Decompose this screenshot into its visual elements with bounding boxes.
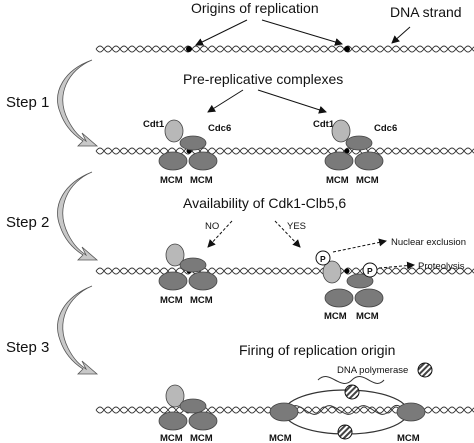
- step2-complex-right: P P MCM MCM: [315, 250, 384, 322]
- mcm-label-step3-a: MCM: [160, 433, 183, 443]
- bubble-inner-strand: [287, 404, 405, 415]
- dna-polymerase-legend-icon: [417, 362, 433, 378]
- cdt1-protein-step2: [165, 243, 185, 267]
- dna-strand-row-1-b: [95, 45, 474, 53]
- mcm-label-right-b: MCM: [356, 175, 379, 186]
- prc-arrow-right: [257, 89, 327, 114]
- mcm-protein-step2-a: [158, 271, 188, 291]
- replication-bubble: MCM MCM: [269, 376, 426, 443]
- mcm-protein-step2-b: [188, 271, 218, 291]
- cdc6-protein-left: [179, 135, 207, 151]
- origin-arrow-right: [261, 19, 343, 46]
- mcm-protein-step2-c: [324, 288, 354, 308]
- mcm-protein-right-b: [354, 151, 384, 171]
- cdt1-protein-step3: [165, 384, 185, 408]
- origin-marker-right: [344, 46, 350, 52]
- mcm-protein-left-b: [188, 151, 218, 171]
- cdc6-protein-step2: [179, 257, 207, 273]
- mcm-protein-fork-left: [269, 402, 299, 422]
- mcm-label-step3-b: MCM: [190, 433, 213, 443]
- no-arrow: [207, 220, 233, 248]
- mcm-label-right-a: MCM: [326, 175, 349, 186]
- availability-label: Availability of Cdk1-Clb5,6: [183, 195, 346, 211]
- mcm-label-left-a: MCM: [160, 175, 183, 186]
- dna-polymerase-label: DNA polymerase: [337, 365, 408, 376]
- dna-strand-row-2-a: [95, 147, 474, 155]
- mcm-protein-right-a: [324, 151, 354, 171]
- proteolysis-arrow: [378, 261, 415, 270]
- firing-label: Firing of replication origin: [239, 342, 395, 358]
- origin-dot-4: [344, 268, 350, 274]
- mcm-protein-step2-d: [354, 288, 384, 308]
- cdt1-label-left: Cdt1: [143, 119, 165, 130]
- step-2-label: Step 2: [6, 214, 49, 231]
- yes-label: YES: [287, 221, 306, 232]
- mcm-protein-step3-a: [158, 411, 188, 431]
- mcm-protein-fork-right: [396, 402, 426, 422]
- dna-polymerase-top: [344, 384, 360, 400]
- cdt1-phosphorylated: [322, 260, 342, 284]
- proteolysis-label: Proteolysis: [418, 261, 465, 272]
- mcm-label-fork-left: MCM: [269, 433, 292, 443]
- nuclear-exclusion-arrow: [332, 238, 387, 253]
- step-3-label: Step 3: [6, 339, 49, 356]
- cdc6-label-right: Cdc6: [374, 123, 397, 134]
- dna-strand-row-3-b: [95, 267, 474, 275]
- mcm-label-step2-d: MCM: [356, 311, 379, 322]
- origin-marker-left: [186, 46, 192, 52]
- origins-of-replication-label: Origins of replication: [191, 0, 319, 16]
- step-1-arrow: [57, 59, 99, 147]
- step-2-arrow: [57, 171, 99, 261]
- mcm-label-step2-b: MCM: [190, 295, 213, 306]
- mcm-label-step2-a: MCM: [160, 295, 183, 306]
- dna-strand-row-2-b: [95, 147, 474, 155]
- origin-dot-2: [344, 148, 350, 154]
- dna-strand-label: DNA strand: [390, 4, 462, 20]
- nascent-strand-wave: [317, 376, 385, 384]
- mcm-label-left-b: MCM: [190, 175, 213, 186]
- cdc6-phosphorylated: [346, 273, 374, 289]
- phospho-circle-cdt1: [315, 250, 331, 266]
- step-3-arrow: [57, 285, 99, 375]
- step3-complex-left: MCM MCM: [158, 384, 218, 443]
- pre-rc-right: Cdt1 Cdc6 MCM MCM: [313, 119, 397, 186]
- pre-replicative-complexes-label: Pre-replicative complexes: [183, 71, 343, 87]
- mcm-label-step2-c: MCM: [324, 311, 347, 322]
- dna-strand-arrow: [391, 26, 411, 44]
- step2-complex-left: MCM MCM: [158, 243, 218, 306]
- cdt1-protein-right: [331, 119, 351, 143]
- cdt1-protein-left: [164, 119, 184, 143]
- step-1-label: Step 1: [6, 94, 49, 111]
- mcm-protein-left-a: [158, 151, 188, 171]
- pre-rc-left: Cdt1 Cdc6 MCM MCM: [143, 119, 231, 186]
- no-label: NO: [205, 221, 219, 232]
- mcm-protein-step3-b: [188, 411, 218, 431]
- cdc6-protein-step3: [179, 398, 207, 414]
- origin-arrow-left: [195, 19, 248, 46]
- prc-arrow-left: [207, 89, 244, 113]
- dna-strand-row-1-a: [95, 45, 474, 53]
- dna-polymerase-bottom: [337, 424, 353, 440]
- mcm-label-fork-right: MCM: [397, 433, 420, 443]
- nuclear-exclusion-label: Nuclear exclusion: [391, 237, 466, 248]
- cdt1-label-right: Cdt1: [313, 119, 335, 130]
- phospho-circle-cdc6: [362, 262, 378, 278]
- yes-arrow: [274, 220, 301, 248]
- phospho-label-cdc6: P: [367, 266, 373, 276]
- cdc6-protein-right: [345, 135, 373, 151]
- phospho-label-cdt1: P: [320, 254, 326, 264]
- cdc6-label-left: Cdc6: [208, 123, 231, 134]
